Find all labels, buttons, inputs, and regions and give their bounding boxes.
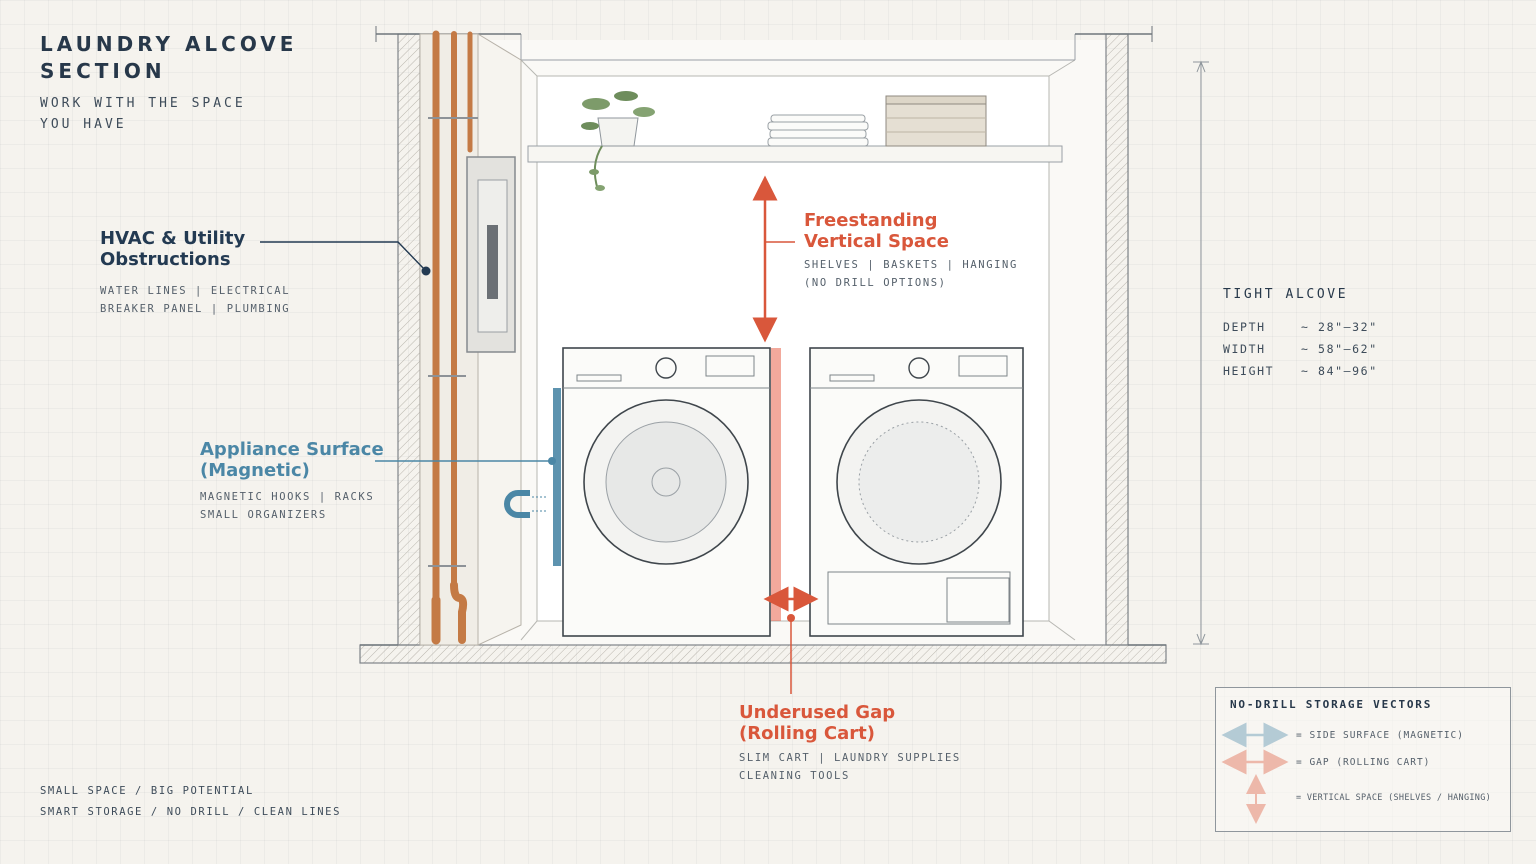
left-wall-section (397, 33, 421, 646)
spec-row-depth: DEPTH ~ 28"–32" (1223, 316, 1378, 338)
underused-gap-highlight (771, 348, 781, 621)
legend-item-vertical: = VERTICAL SPACE (SHELVES / HANGING) (1296, 793, 1492, 803)
appliance-detail-line2: SMALL ORGANIZERS (200, 509, 327, 521)
spec-row-width: WIDTH ~ 58"–62" (1223, 338, 1378, 360)
appliance-callout-detail: MAGNETIC HOOKS | RACKS SMALL ORGANIZERS (200, 488, 374, 524)
spec-row-height: HEIGHT ~ 84"–96" (1223, 360, 1378, 382)
page-title-line2: SECTION (40, 59, 166, 83)
gap-detail-line2: CLEANING TOOLS (739, 770, 850, 782)
dryer (809, 347, 1024, 637)
page-subtitle: WORK WITH THE SPACE YOU HAVE (40, 93, 246, 135)
hvac-title-line1: HVAC & Utility (100, 228, 246, 249)
appliance-title-line2: (Magnetic) (200, 460, 310, 481)
vertical-callout-detail: SHELVES | BASKETS | HANGING (NO DRILL OP… (804, 256, 1018, 292)
vertical-title-line1: Freestanding (804, 210, 938, 231)
legend-item-gap: = GAP (ROLLING CART) (1296, 757, 1431, 768)
spec-value: ~ 28"–32" (1301, 320, 1378, 334)
floor-slab (359, 644, 1167, 664)
storage-basket (885, 95, 987, 147)
hvac-title-line2: Obstructions (100, 249, 231, 270)
breaker-panel (466, 156, 516, 353)
page-title: LAUNDRY ALCOVE SECTION (40, 31, 297, 85)
vertical-detail-line2: (NO DRILL OPTIONS) (804, 277, 947, 289)
appliance-detail-line1: MAGNETIC HOOKS | RACKS (200, 491, 375, 503)
spec-value: ~ 84"–96" (1301, 364, 1378, 378)
vertical-title-line2: Vertical Space (804, 231, 949, 252)
gap-callout-detail: SLIM CART | LAUNDRY SUPPLIES CLEANING TO… (739, 749, 961, 785)
spec-label: DEPTH (1223, 320, 1266, 334)
hvac-callout-detail: WATER LINES | ELECTRICAL BREAKER PANEL |… (100, 282, 290, 318)
hvac-leader-line (260, 241, 427, 272)
spec-label: HEIGHT (1223, 364, 1275, 378)
hvac-detail-line1: WATER LINES | ELECTRICAL (100, 285, 291, 297)
legend-title: NO-DRILL STORAGE VECTORS (1230, 698, 1433, 711)
hvac-detail-line2: BREAKER PANEL | PLUMBING (100, 303, 291, 315)
right-wall-section (1105, 33, 1129, 646)
magnetic-surface-highlight (553, 388, 561, 566)
folded-towels (767, 114, 869, 147)
legend-item-side-surface: = SIDE SURFACE (MAGNETIC) (1296, 730, 1464, 741)
gap-title-line1: Underused Gap (739, 702, 896, 723)
copper-water-lines (431, 30, 473, 645)
magnet-icon (504, 490, 546, 518)
page-title-line1: LAUNDRY ALCOVE (40, 32, 298, 56)
height-dimension (1193, 60, 1209, 646)
potted-plant (581, 91, 655, 191)
appliance-title-line1: Appliance Surface (200, 439, 384, 460)
spec-label: WIDTH (1223, 342, 1266, 356)
page-subtitle-line2: YOU HAVE (40, 117, 127, 132)
footer-line1: SMALL SPACE / BIG POTENTIAL (40, 785, 254, 797)
vertical-callout-title: Freestanding Vertical Space (804, 210, 949, 252)
specs-table: DEPTH ~ 28"–32" WIDTH ~ 58"–62" HEIGHT ~ 84… (1223, 316, 1378, 382)
gap-title-line2: (Rolling Cart) (739, 723, 875, 744)
gap-detail-line1: SLIM CART | LAUNDRY SUPPLIES (739, 752, 961, 764)
floating-shelf (527, 145, 1063, 163)
appliance-callout-title: Appliance Surface (Magnetic) (200, 439, 384, 481)
legend-box: NO-DRILL STORAGE VECTORS = SIDE SURFACE … (1215, 687, 1511, 832)
specs-title: TIGHT ALCOVE (1223, 287, 1349, 302)
hvac-callout-title: HVAC & Utility Obstructions (100, 228, 245, 270)
footer-tagline: SMALL SPACE / BIG POTENTIAL SMART STORAG… (40, 781, 341, 823)
page-subtitle-line1: WORK WITH THE SPACE (40, 96, 246, 111)
spec-value: ~ 58"–62" (1301, 342, 1378, 356)
vertical-detail-line1: SHELVES | BASKETS | HANGING (804, 259, 1018, 271)
gap-callout-title: Underused Gap (Rolling Cart) (739, 702, 895, 744)
footer-line2: SMART STORAGE / NO DRILL / CLEAN LINES (40, 806, 342, 818)
washer (562, 347, 771, 637)
pipe-brackets (428, 117, 478, 567)
